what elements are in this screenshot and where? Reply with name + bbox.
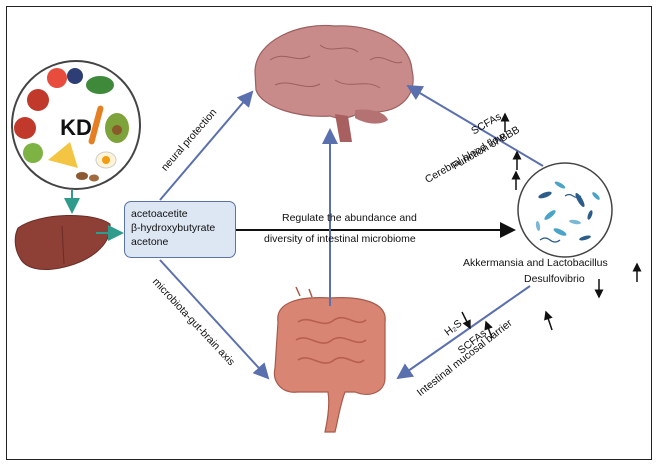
egg-icon: [102, 156, 110, 164]
ketone-acetoacetite: acetoacetite: [131, 208, 188, 220]
kd-label: KD: [60, 115, 92, 140]
carrot-icon: [88, 105, 104, 145]
ketone-hydroxybutyrate: β-hydroxybutyrate: [131, 222, 216, 234]
mucosal-barrier-up-arrow: [544, 310, 553, 331]
blueberry-icon: [67, 68, 83, 84]
cheese-icon: [48, 142, 78, 168]
diagram-frame: [6, 6, 652, 460]
brain-icon: [254, 24, 414, 142]
tomato-slice-icon: [14, 117, 36, 139]
nut-icon: [76, 172, 88, 180]
kd-food-plate: [11, 60, 141, 190]
regulate-label-line1: Regulate the abundance and: [282, 212, 417, 224]
strawberry-icon: [47, 68, 67, 88]
scfas-gut-up-arrow: [484, 320, 493, 339]
taxon-akkermansia-lactobacillus: Akkermansia and Lactobacillus: [463, 257, 608, 269]
intestine-icon: [273, 286, 386, 433]
ketone-bodies-box: acetoacetite β-hydroxybutyrate acetone: [124, 201, 236, 258]
ketones-to-brain-arrow: [159, 90, 254, 201]
microbiome-icon: [517, 162, 613, 258]
ketone-acetone: acetone: [131, 236, 169, 248]
microbiome-to-intestine-arrow: [396, 285, 531, 380]
taxon-desulfovibrio: Desulfovibrio: [524, 273, 585, 285]
regulate-label-line2: diversity of intestinal microbiome: [264, 233, 416, 245]
cucumber-icon: [23, 143, 43, 163]
h2s-down-arrow: [461, 311, 471, 330]
lettuce-icon: [86, 76, 114, 94]
ketones-to-intestine-arrow: [159, 259, 270, 380]
tomato-icon: [27, 89, 49, 111]
